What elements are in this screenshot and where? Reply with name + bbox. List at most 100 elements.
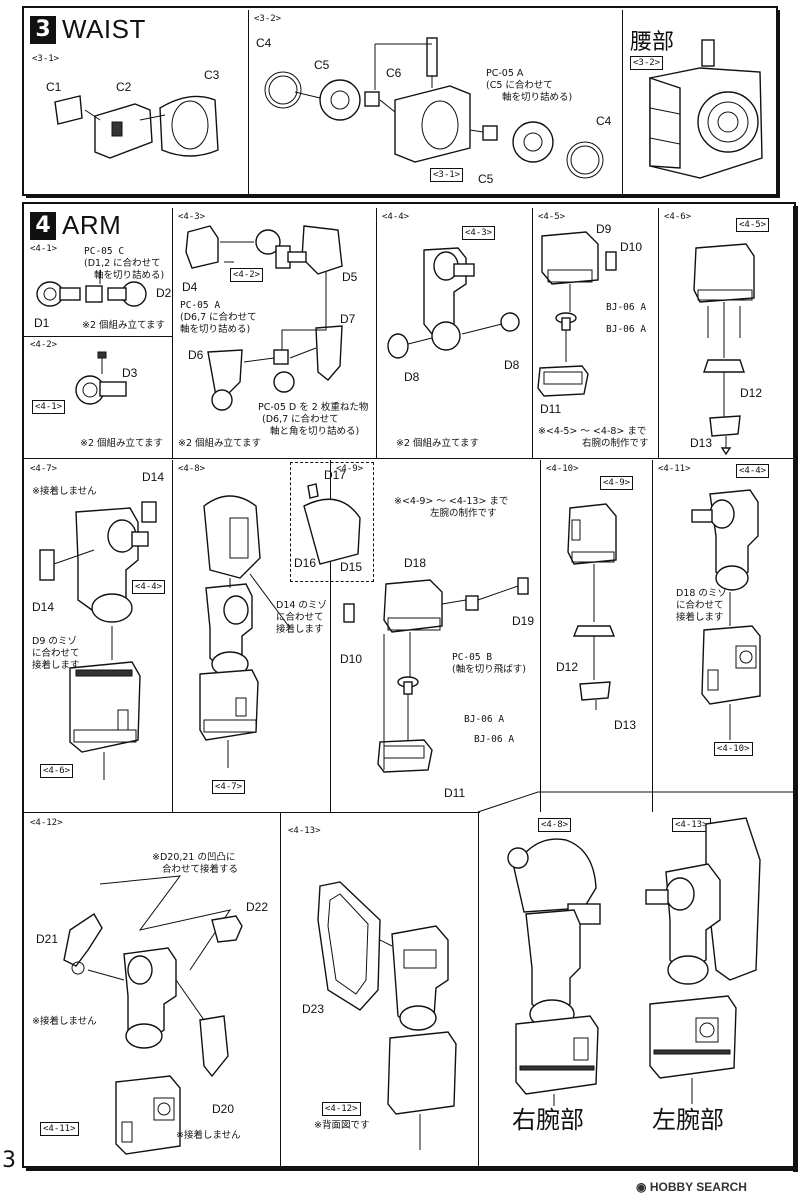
step-label-4-11: <4-11> xyxy=(658,464,691,474)
part-label-c3: C3 xyxy=(204,68,220,82)
step-label-4-3: <4-3> xyxy=(178,212,206,222)
note-line: 軸と角を切り詰める) xyxy=(270,426,360,437)
note-line: 接着します xyxy=(676,612,724,623)
part-label-c4: C4 xyxy=(596,114,612,128)
step-tag-4-4: <4-4> xyxy=(132,580,166,594)
step-label-3-1: <3-1> xyxy=(32,54,60,64)
part-label-d12: D12 xyxy=(740,386,763,400)
note-line: D14 のミゾ xyxy=(276,600,327,611)
part-label-d1: D1 xyxy=(34,316,50,330)
note-assemble-twice: ※2 個組み立てます xyxy=(396,438,480,449)
divider xyxy=(330,460,331,812)
note-line: D18 のミゾ xyxy=(676,588,727,599)
note-line: D9 のミゾ xyxy=(32,636,77,647)
arm-4-6-diagram xyxy=(693,243,755,456)
part-label-d13: D13 xyxy=(614,718,637,732)
part-label-d4: D4 xyxy=(182,280,198,294)
step-tag-4-11: <4-11> xyxy=(40,1122,79,1136)
step-tag-4-3: <4-3> xyxy=(462,226,496,240)
step-label-4-9: <4-9> xyxy=(336,464,364,474)
step-label-4-8: <4-8> xyxy=(178,464,206,474)
note-assemble-twice: ※2 個組み立てます xyxy=(178,438,262,449)
step-label-4-1: <4-1> xyxy=(30,244,58,254)
right-arm-result-diagram xyxy=(507,838,601,1106)
divider xyxy=(24,336,172,337)
part-label-d13: D13 xyxy=(690,436,713,450)
divider xyxy=(376,208,377,458)
arm-4-12-diagram xyxy=(63,875,243,1155)
divider xyxy=(652,460,653,812)
note-d9-groove: D9 のミゾ に合わせて 接着します xyxy=(32,636,80,672)
divider xyxy=(280,812,281,1166)
part-label-d14: D14 xyxy=(142,470,165,484)
step-label-4-4: <4-4> xyxy=(382,212,410,222)
step-label-4-13: <4-13> xyxy=(288,826,321,836)
note-no-glue: ※接着しません xyxy=(32,1016,97,1027)
section3-shadow xyxy=(776,10,780,198)
arm-4-3-diagram xyxy=(185,225,343,411)
divider xyxy=(172,460,173,812)
note-line: に合わせて xyxy=(32,648,80,659)
divider-diagonal xyxy=(477,791,794,813)
part-label-c4: C4 xyxy=(256,36,272,50)
label-bj06a: BJ-06 A xyxy=(606,302,647,313)
part-label-d11: D11 xyxy=(540,402,562,416)
result-label-left-arm: 左腕部 xyxy=(652,1106,724,1134)
note-line: PC-05 A xyxy=(180,300,221,311)
waist-result-diagram xyxy=(649,39,763,179)
note-line: に合わせて xyxy=(276,612,324,623)
arm-4-8-diagram xyxy=(199,483,361,768)
result-label-right-arm: 右腕部 xyxy=(512,1106,584,1134)
section3-shadow-bottom xyxy=(26,194,780,198)
step-label-4-6: <4-6> xyxy=(664,212,692,222)
note-line: (D1,2 に合わせて xyxy=(84,258,161,269)
divider xyxy=(172,208,173,458)
note-assemble-twice: ※2 個組み立てます xyxy=(82,320,166,331)
watermark: ◉ HOBBY SEARCH xyxy=(636,1180,747,1194)
arm-4-10-diagram xyxy=(567,503,617,710)
part-label-d8: D8 xyxy=(404,370,420,384)
part-label-d2: D2 xyxy=(156,286,172,300)
section4-frame xyxy=(22,202,796,1168)
part-label-c5: C5 xyxy=(478,172,494,186)
note-line: ※D20,21 の凹凸に xyxy=(152,852,236,863)
arm-4-2-diagram xyxy=(75,351,127,405)
part-label-d9: D9 xyxy=(596,222,612,236)
note-no-glue: ※接着しません xyxy=(32,486,97,497)
note-no-glue: ※接着しません xyxy=(176,1130,241,1141)
note-line: (軸を切り飛ばす) xyxy=(452,664,526,675)
note-d20-d21: ※D20,21 の凹凸に 合わせて接着する xyxy=(152,852,238,876)
watermark-icon: ◉ xyxy=(636,1180,647,1194)
note-pc05d: PC-05 D を 2 枚重ねた物 (D6,7 に合わせて 軸と角を切り詰める) xyxy=(258,402,368,438)
part-label-d22: D22 xyxy=(246,900,269,914)
part-label-c6: C6 xyxy=(386,66,402,80)
note-line: (D6,7 に合わせて xyxy=(262,414,339,425)
step-tag-4-5: <4-5> xyxy=(736,218,770,232)
note-d18-groove: D18 のミゾ に合わせて 接着します xyxy=(676,588,727,624)
part-label-c5: C5 xyxy=(314,58,330,72)
note-line: ※<4-9> ～ <4-13> まで xyxy=(394,496,509,507)
step-tag-4-6: <4-6> xyxy=(40,764,74,778)
step-tag-4-4: <4-4> xyxy=(736,464,770,478)
result-title-waist: 腰部 xyxy=(630,30,675,55)
label-bj06a: BJ-06 A xyxy=(464,714,505,725)
step-label-3-2: <3-2> xyxy=(254,14,282,24)
part-label-d14: D14 xyxy=(32,600,55,614)
note-line: 左腕の制作です xyxy=(430,508,497,519)
arm-4-9-diagram xyxy=(343,577,529,773)
step-label-4-12: <4-12> xyxy=(30,818,63,828)
divider xyxy=(532,208,533,458)
part-label-d16: D16 xyxy=(294,556,317,570)
part-label-d7: D7 xyxy=(340,312,356,326)
arm-4-4-diagram xyxy=(387,247,520,359)
arm-4-1-diagram xyxy=(36,270,147,307)
part-label-d6: D6 xyxy=(188,348,204,362)
part-label-d10: D10 xyxy=(620,240,643,254)
page-number: 3 xyxy=(2,1148,16,1173)
step-tag-3-1: <3-1> xyxy=(430,168,464,182)
step-label-4-2: <4-2> xyxy=(30,340,58,350)
part-label-d18: D18 xyxy=(404,556,427,570)
section3-number: 3 xyxy=(30,16,56,44)
step-tag-4-2: <4-2> xyxy=(230,268,264,282)
waist-3-2-diagram xyxy=(264,37,604,179)
